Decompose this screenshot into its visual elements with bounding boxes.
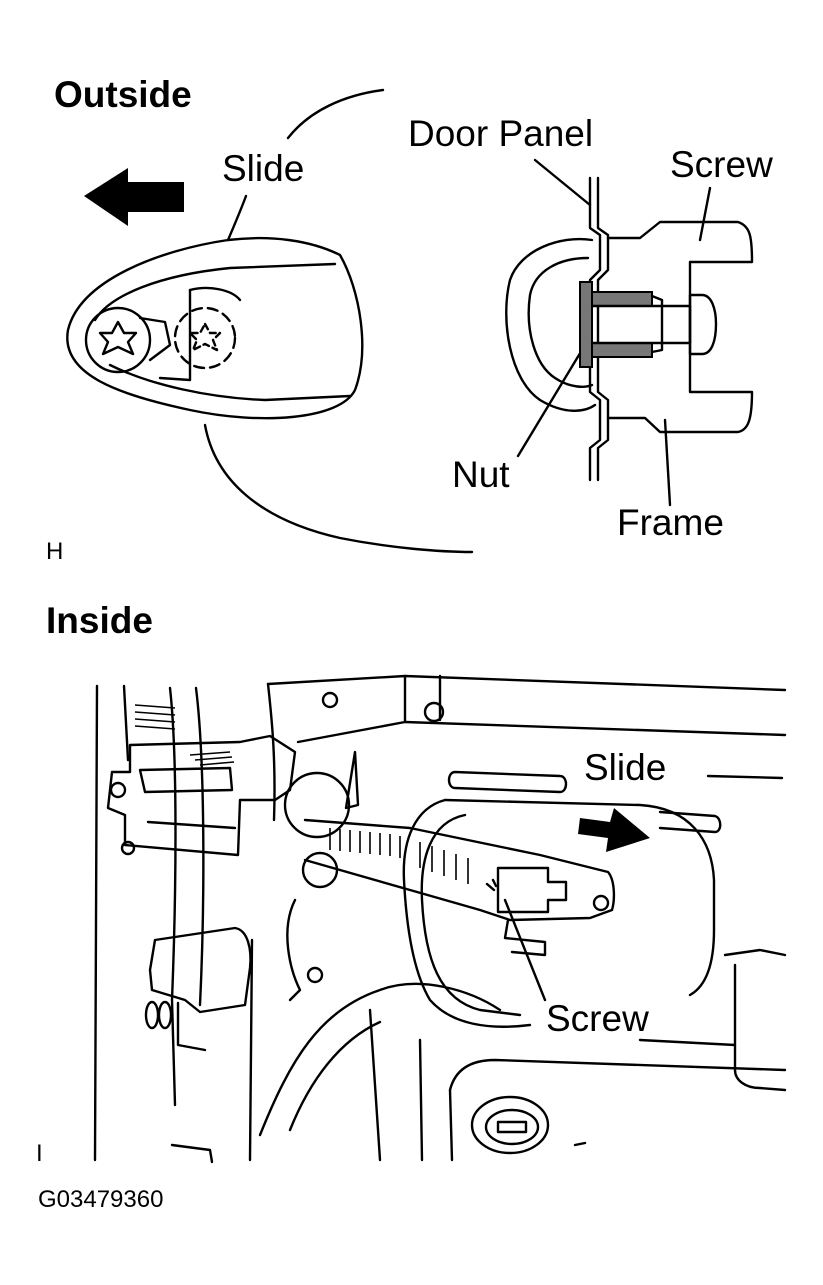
door-panel-label: Door Panel (408, 113, 594, 154)
outside-dashed-screw-icon (173, 306, 237, 370)
inside-slide-arrow (578, 808, 650, 852)
outside-mark: H (46, 538, 64, 565)
outside-star-screw-icon (84, 306, 152, 374)
slide-bar (303, 818, 616, 922)
nut-label: Nut (452, 454, 510, 495)
handle-body-section (505, 237, 597, 412)
inside-screw-bracket (496, 866, 568, 914)
frame-section (606, 220, 754, 434)
outside-handle-view (66, 88, 474, 554)
handle-outline (66, 236, 364, 420)
inside-mark: I (36, 1140, 43, 1167)
frame-label: Frame (617, 502, 724, 543)
inside-title: Inside (46, 600, 153, 641)
outside-screw-head (688, 293, 718, 356)
outside-slide-arrow (84, 168, 184, 226)
outside-cross-section (505, 158, 754, 507)
figure-code: G03479360 (38, 1186, 164, 1213)
outside-slide-label: Slide (222, 148, 305, 189)
inside-slide-label: Slide (584, 747, 667, 788)
nut-section (579, 281, 593, 368)
inside-screw-label: Screw (546, 998, 649, 1039)
inside-view (93, 674, 787, 1164)
outside-screw-label: Screw (670, 144, 773, 185)
outside-title: Outside (54, 74, 192, 115)
